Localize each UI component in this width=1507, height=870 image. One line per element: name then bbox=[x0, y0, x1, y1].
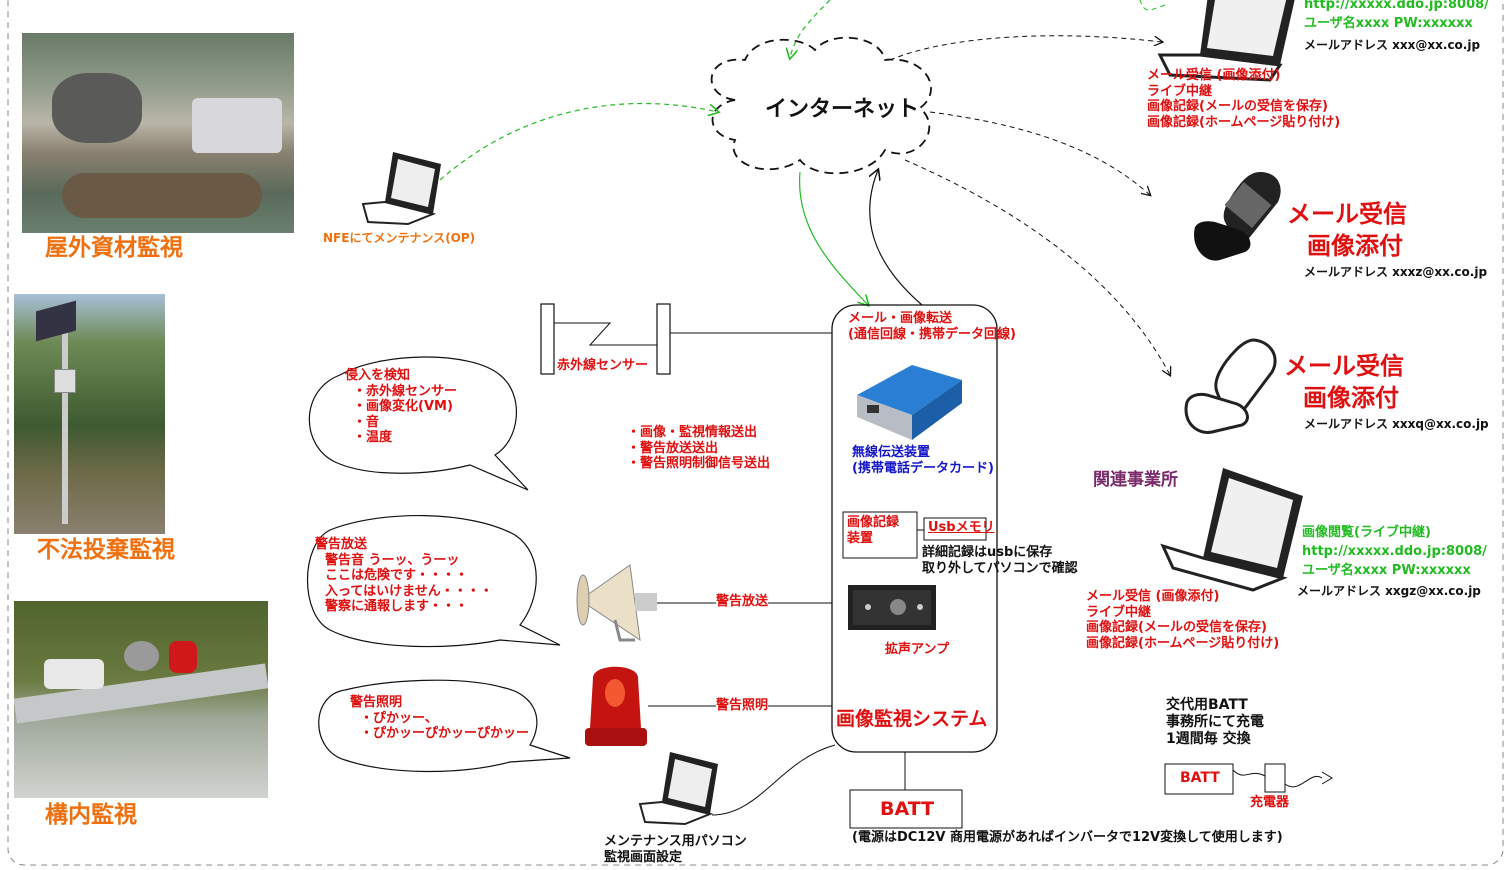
office-user: ユーザ名xxxx PW:xxxxxx bbox=[1302, 563, 1471, 578]
spare-batt-box bbox=[1164, 763, 1234, 795]
premises-label: 構内監視 bbox=[45, 802, 137, 828]
dumping-label: 不法投棄監視 bbox=[37, 537, 175, 563]
mail-transfer-text: メール・画像転送(通信回線・携帯データ回線) bbox=[848, 311, 1016, 342]
office-mail: メールアドレス xxgz@xx.co.jp bbox=[1297, 584, 1481, 598]
warning-text: 警告放送警告音 うーッ、うーッここは危険です・・・・入ってはいけません・・・・警… bbox=[315, 537, 493, 615]
office-view: 画像閲覧(ライブ中継) bbox=[1302, 525, 1431, 540]
link-internet-phone1 bbox=[929, 111, 1150, 195]
link-internet-system bbox=[799, 171, 868, 305]
phone1-icon bbox=[1194, 172, 1281, 261]
phone2-mail: メールアドレス xxxq@xx.co.jp bbox=[1304, 417, 1489, 431]
batt-label: BATT bbox=[880, 798, 935, 820]
link-internet-toppc bbox=[889, 35, 1162, 61]
detect-text: 侵入を検知・赤外線センサー・画像変化(VM)・音・温度 bbox=[345, 368, 458, 446]
outdoor-label: 屋外資材監視 bbox=[45, 235, 183, 261]
wireless-text: 無線伝送装置(携帯電話データカード) bbox=[852, 445, 994, 476]
lighting-label: 警告照明 bbox=[716, 698, 769, 714]
sensor-label: 赤外線センサー bbox=[557, 358, 649, 373]
phone1-line1: メール受信 bbox=[1287, 200, 1407, 228]
top-functions: メール受信 (画像添付)ライブ中継画像記録(メールの受信を保存)画像記録(ホーム… bbox=[1147, 68, 1341, 130]
internet-label: インターネット bbox=[765, 97, 920, 122]
premises-photo bbox=[14, 601, 268, 798]
batt-box bbox=[849, 789, 963, 829]
phone2-line2: 画像添付 bbox=[1303, 384, 1399, 412]
internet-cloud bbox=[710, 36, 932, 175]
send-info: ・画像・監視情報送出・警告放送送出・警告照明制御信号送出 bbox=[627, 425, 771, 472]
phone2-icon bbox=[1184, 338, 1277, 434]
system-box bbox=[831, 304, 998, 753]
batt-note: (電源はDC12V 商用電源があればインバータで12V変換して使用します) bbox=[852, 830, 1283, 845]
link-top-internet-green bbox=[790, 0, 831, 58]
usb-label: Usbメモリ bbox=[928, 520, 995, 535]
warning-light-icon bbox=[585, 666, 647, 746]
wireless-device-icon bbox=[857, 365, 962, 440]
amp-label: 拡声アンプ bbox=[885, 642, 950, 657]
top-url: http://xxxxx.ddo.jp:8008/ bbox=[1304, 0, 1489, 12]
top-mail: メールアドレス xxx@xx.co.jp bbox=[1304, 38, 1481, 52]
system-title: 画像監視システム bbox=[836, 708, 988, 730]
light-bubble bbox=[318, 679, 571, 773]
dumping-photo bbox=[14, 294, 165, 534]
recorder-box bbox=[842, 511, 918, 559]
outer-frame bbox=[7, 0, 1504, 866]
maint-pc-text: メンテナンス用パソコン監視画面設定 bbox=[604, 834, 747, 865]
link-internet-phone2 bbox=[904, 159, 1170, 375]
office-title: 関連事業所 bbox=[1093, 470, 1178, 490]
outdoor-photo bbox=[22, 33, 294, 233]
link-top-right-green bbox=[1139, 0, 1166, 11]
office-url: http://xxxxx.ddo.jp:8008/ bbox=[1302, 544, 1487, 559]
charger-label: 充電器 bbox=[1250, 795, 1290, 810]
spare-batt-label: BATT bbox=[1180, 770, 1220, 786]
usb-box bbox=[923, 517, 987, 541]
office-functions: メール受信 (画像添付)ライブ中継画像記録(メールの受信を保存)画像記録(ホーム… bbox=[1086, 589, 1280, 651]
maint-laptop bbox=[638, 752, 718, 826]
amp-icon bbox=[848, 585, 936, 630]
phone1-line2: 画像添付 bbox=[1307, 232, 1403, 260]
warning-bubble bbox=[306, 515, 561, 648]
charger-box bbox=[1264, 763, 1286, 793]
horn-speaker-icon bbox=[576, 564, 657, 642]
link-system-internet bbox=[870, 170, 923, 306]
sensor-beam bbox=[554, 322, 657, 346]
top-user: ユーザ名xxxx PW:xxxxxx bbox=[1304, 16, 1473, 31]
top-laptop bbox=[1157, 0, 1295, 82]
broadcast-label: 警告放送 bbox=[716, 594, 769, 610]
detect-bubble bbox=[308, 356, 529, 491]
sensor-post-right bbox=[656, 303, 671, 375]
office-laptop bbox=[1160, 468, 1303, 592]
nfe-laptop bbox=[361, 152, 441, 226]
nfe-label: NFEにてメンテナンス(OP) bbox=[323, 231, 476, 245]
phone2-line1: メール受信 bbox=[1284, 352, 1404, 380]
usb-note: 詳細記録はusbに保存取り外してパソコンで確認 bbox=[922, 545, 1078, 576]
light-text: 警告照明・ぴかッー、・ぴかッーぴかッーぴかッー bbox=[350, 695, 530, 742]
link-nfe-internet bbox=[439, 102, 718, 181]
phone1-mail: メールアドレス xxxz@xx.co.jp bbox=[1304, 265, 1488, 279]
sensor-post-left bbox=[540, 303, 555, 375]
recorder-text: 画像記録装置 bbox=[847, 515, 900, 546]
